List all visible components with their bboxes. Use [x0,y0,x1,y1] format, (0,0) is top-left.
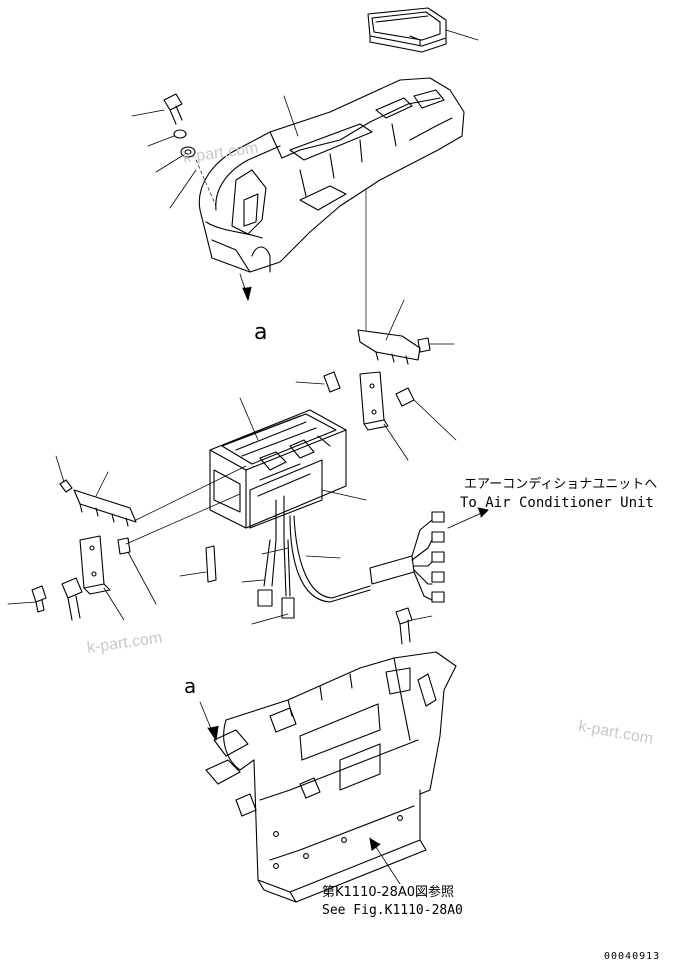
console-cover [198,77,465,301]
arrow-to-ac-unit [477,507,489,518]
drawing-number: 00040913 [604,951,661,962]
view-mark-a-top: a [254,320,268,345]
view-mark-a-bottom: a [184,674,197,698]
base-frame [199,651,457,903]
top-bolt-set [131,93,217,209]
see-fig-arrow [369,837,381,851]
see-fig-note-en: See Fig.K1110-28A0 [322,903,463,918]
see-fig-note-jp: 第K1110-28A0図参照 [322,885,455,900]
wire-harness [241,511,445,625]
base-bolt [395,607,433,645]
ac-unit-note-en: To Air Conditioner Unit [460,495,654,511]
ac-control-panel [209,397,367,541]
right-bracket [295,299,457,461]
left-bracket [7,455,247,621]
cup-tray [367,7,479,53]
ac-unit-note-jp: エアーコンディショナユニットへ [464,477,658,492]
